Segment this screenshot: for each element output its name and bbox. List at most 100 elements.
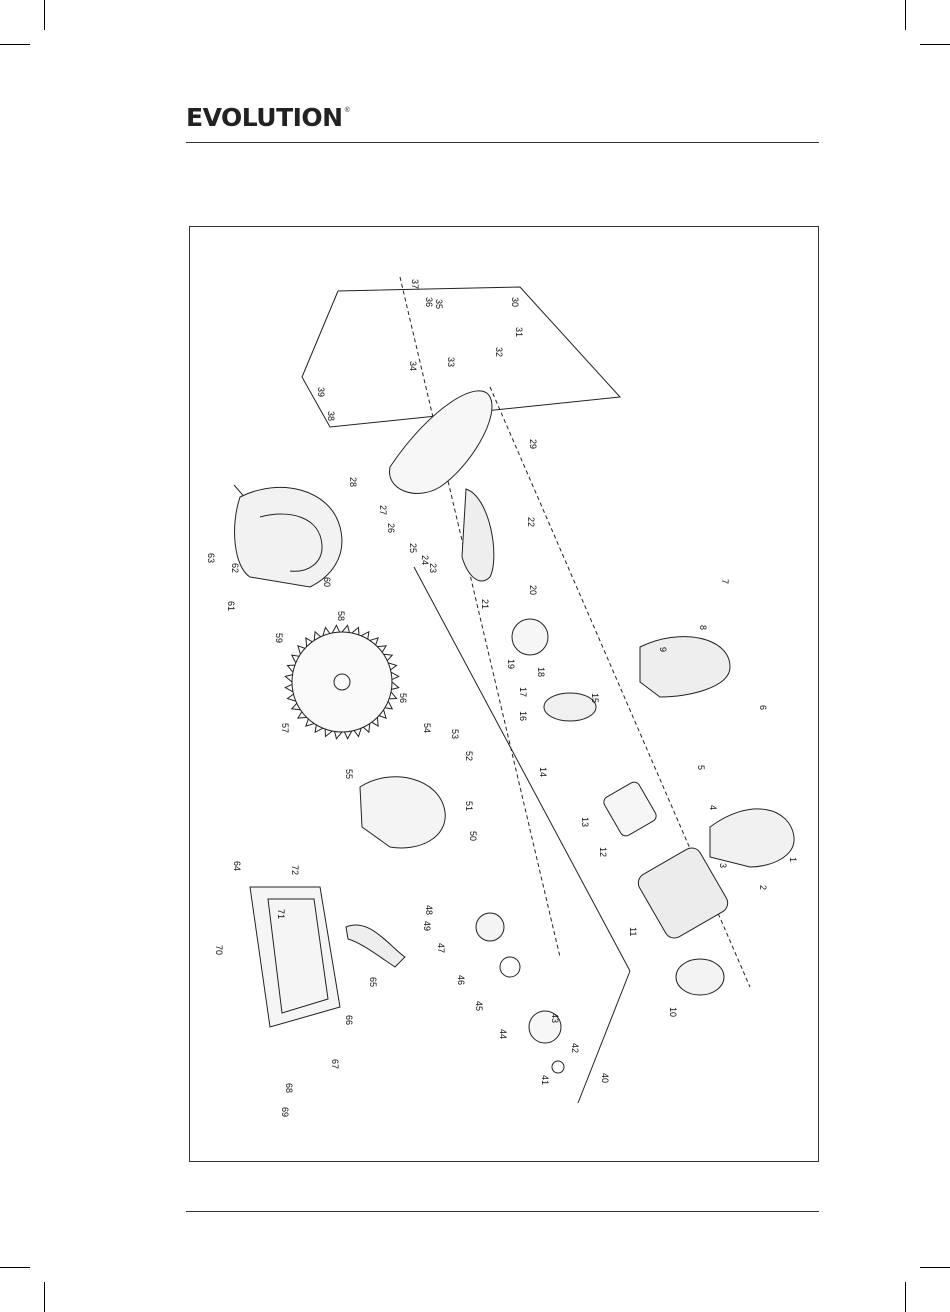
guide-line bbox=[578, 971, 630, 1103]
part-number-label: 65 bbox=[368, 977, 378, 987]
part-number-label: 70 bbox=[214, 945, 224, 955]
lower-blade-guard bbox=[360, 777, 445, 848]
part-number-label: 61 bbox=[226, 601, 236, 611]
part-number-label: 4 bbox=[708, 805, 718, 810]
part-number-label: 25 bbox=[408, 543, 418, 553]
part-number-label: 27 bbox=[378, 505, 388, 515]
part-number-label: 39 bbox=[316, 387, 326, 397]
part-number-label: 45 bbox=[474, 1001, 484, 1011]
footer-rule bbox=[186, 1211, 819, 1212]
header-rule bbox=[186, 142, 819, 143]
crop-mark bbox=[920, 1267, 950, 1268]
part-number-label: 16 bbox=[518, 711, 528, 721]
base-plate bbox=[250, 887, 340, 1027]
saw-tooth bbox=[391, 682, 398, 689]
part-number-label: 18 bbox=[536, 667, 546, 677]
crop-mark bbox=[44, 0, 45, 30]
part-number-label: 63 bbox=[206, 553, 216, 563]
part-number-label: 68 bbox=[284, 1083, 294, 1093]
part-number-label: 43 bbox=[550, 1013, 560, 1023]
flange bbox=[476, 913, 504, 941]
part-number-label: 6 bbox=[758, 705, 768, 710]
part-number-label: 7 bbox=[720, 579, 730, 584]
part-number-label: 26 bbox=[386, 523, 396, 533]
diagram-canvas: 1234567891011121314151617181920212223242… bbox=[190, 227, 819, 1162]
part-number-label: 29 bbox=[528, 439, 538, 449]
part-number-label: 62 bbox=[230, 563, 240, 573]
part-number-label: 51 bbox=[464, 801, 474, 811]
part-number-label: 28 bbox=[348, 477, 358, 487]
brand-logo: EVOLUTION ® bbox=[186, 104, 350, 132]
crop-mark bbox=[905, 1282, 906, 1312]
rear-housing bbox=[710, 809, 794, 867]
part-number-label: 2 bbox=[758, 885, 768, 890]
part-number-label: 64 bbox=[232, 861, 242, 871]
part-number-label: 72 bbox=[290, 865, 300, 875]
part-number-label: 56 bbox=[398, 693, 408, 703]
crop-mark bbox=[0, 1267, 30, 1268]
part-number-label: 11 bbox=[628, 927, 638, 936]
bearing bbox=[500, 957, 520, 977]
part-number-label: 57 bbox=[280, 723, 290, 733]
part-number-label: 47 bbox=[436, 943, 446, 953]
end-cap bbox=[676, 959, 724, 995]
part-number-label: 5 bbox=[696, 765, 706, 770]
switch-handle bbox=[640, 637, 730, 697]
part-number-label: 38 bbox=[326, 411, 336, 421]
saw-tooth bbox=[285, 675, 292, 682]
depth-lever bbox=[346, 925, 405, 967]
part-number-label: 22 bbox=[526, 517, 536, 527]
part-number-label: 9 bbox=[658, 647, 668, 652]
part-number-label: 15 bbox=[590, 693, 600, 703]
part-number-label: 66 bbox=[344, 1015, 354, 1025]
saw-blade bbox=[292, 632, 392, 732]
upper-blade-guard bbox=[235, 487, 342, 587]
axis-line bbox=[400, 277, 560, 957]
part-number-label: 33 bbox=[446, 357, 456, 367]
part-number-label: 31 bbox=[514, 327, 524, 337]
part-number-label: 50 bbox=[468, 831, 478, 841]
part-number-label: 69 bbox=[280, 1107, 290, 1117]
crop-mark bbox=[0, 44, 30, 45]
part-number-label: 54 bbox=[422, 723, 432, 733]
part-number-label: 10 bbox=[668, 1007, 678, 1017]
nut bbox=[552, 1061, 564, 1073]
part-number-label: 20 bbox=[528, 585, 538, 595]
part-number-label: 13 bbox=[580, 817, 590, 827]
trademark-symbol: ® bbox=[345, 107, 350, 114]
gear bbox=[512, 619, 548, 655]
saw-tooth bbox=[342, 625, 349, 632]
part-number-label: 14 bbox=[538, 767, 548, 777]
motor-bracket bbox=[389, 391, 492, 494]
part-number-label: 3 bbox=[718, 863, 728, 868]
part-number-label: 67 bbox=[330, 1059, 340, 1069]
part-number-label: 71 bbox=[276, 909, 286, 919]
part-number-label: 8 bbox=[698, 625, 708, 630]
saw-tooth bbox=[335, 731, 342, 738]
part-number-label: 37 bbox=[410, 279, 420, 289]
part-number-label: 53 bbox=[450, 729, 460, 739]
part-number-label: 19 bbox=[506, 659, 516, 669]
part-number-label: 30 bbox=[510, 297, 520, 307]
part-number-label: 12 bbox=[598, 847, 608, 857]
part-number-label: 42 bbox=[570, 1043, 580, 1053]
part-number-label: 46 bbox=[456, 975, 466, 985]
part-number-label: 49 bbox=[422, 921, 432, 931]
part-number-label: 44 bbox=[498, 1029, 508, 1039]
part-number-label: 32 bbox=[494, 347, 504, 357]
part-number-label: 55 bbox=[344, 769, 354, 779]
part-number-label: 21 bbox=[480, 599, 490, 609]
part-number-label: 58 bbox=[336, 611, 346, 621]
brand-name: EVOLUTION bbox=[186, 104, 343, 132]
crop-mark bbox=[44, 1282, 45, 1312]
part-number-label: 35 bbox=[434, 299, 444, 309]
part-number-label: 1 bbox=[788, 857, 798, 862]
part-number-label: 34 bbox=[408, 361, 418, 371]
part-number-label: 40 bbox=[600, 1073, 610, 1083]
part-number-label: 60 bbox=[322, 577, 332, 587]
base-ring bbox=[544, 693, 596, 721]
part-number-label: 17 bbox=[518, 687, 528, 697]
part-number-label: 48 bbox=[424, 905, 434, 915]
part-number-label: 52 bbox=[464, 751, 474, 761]
